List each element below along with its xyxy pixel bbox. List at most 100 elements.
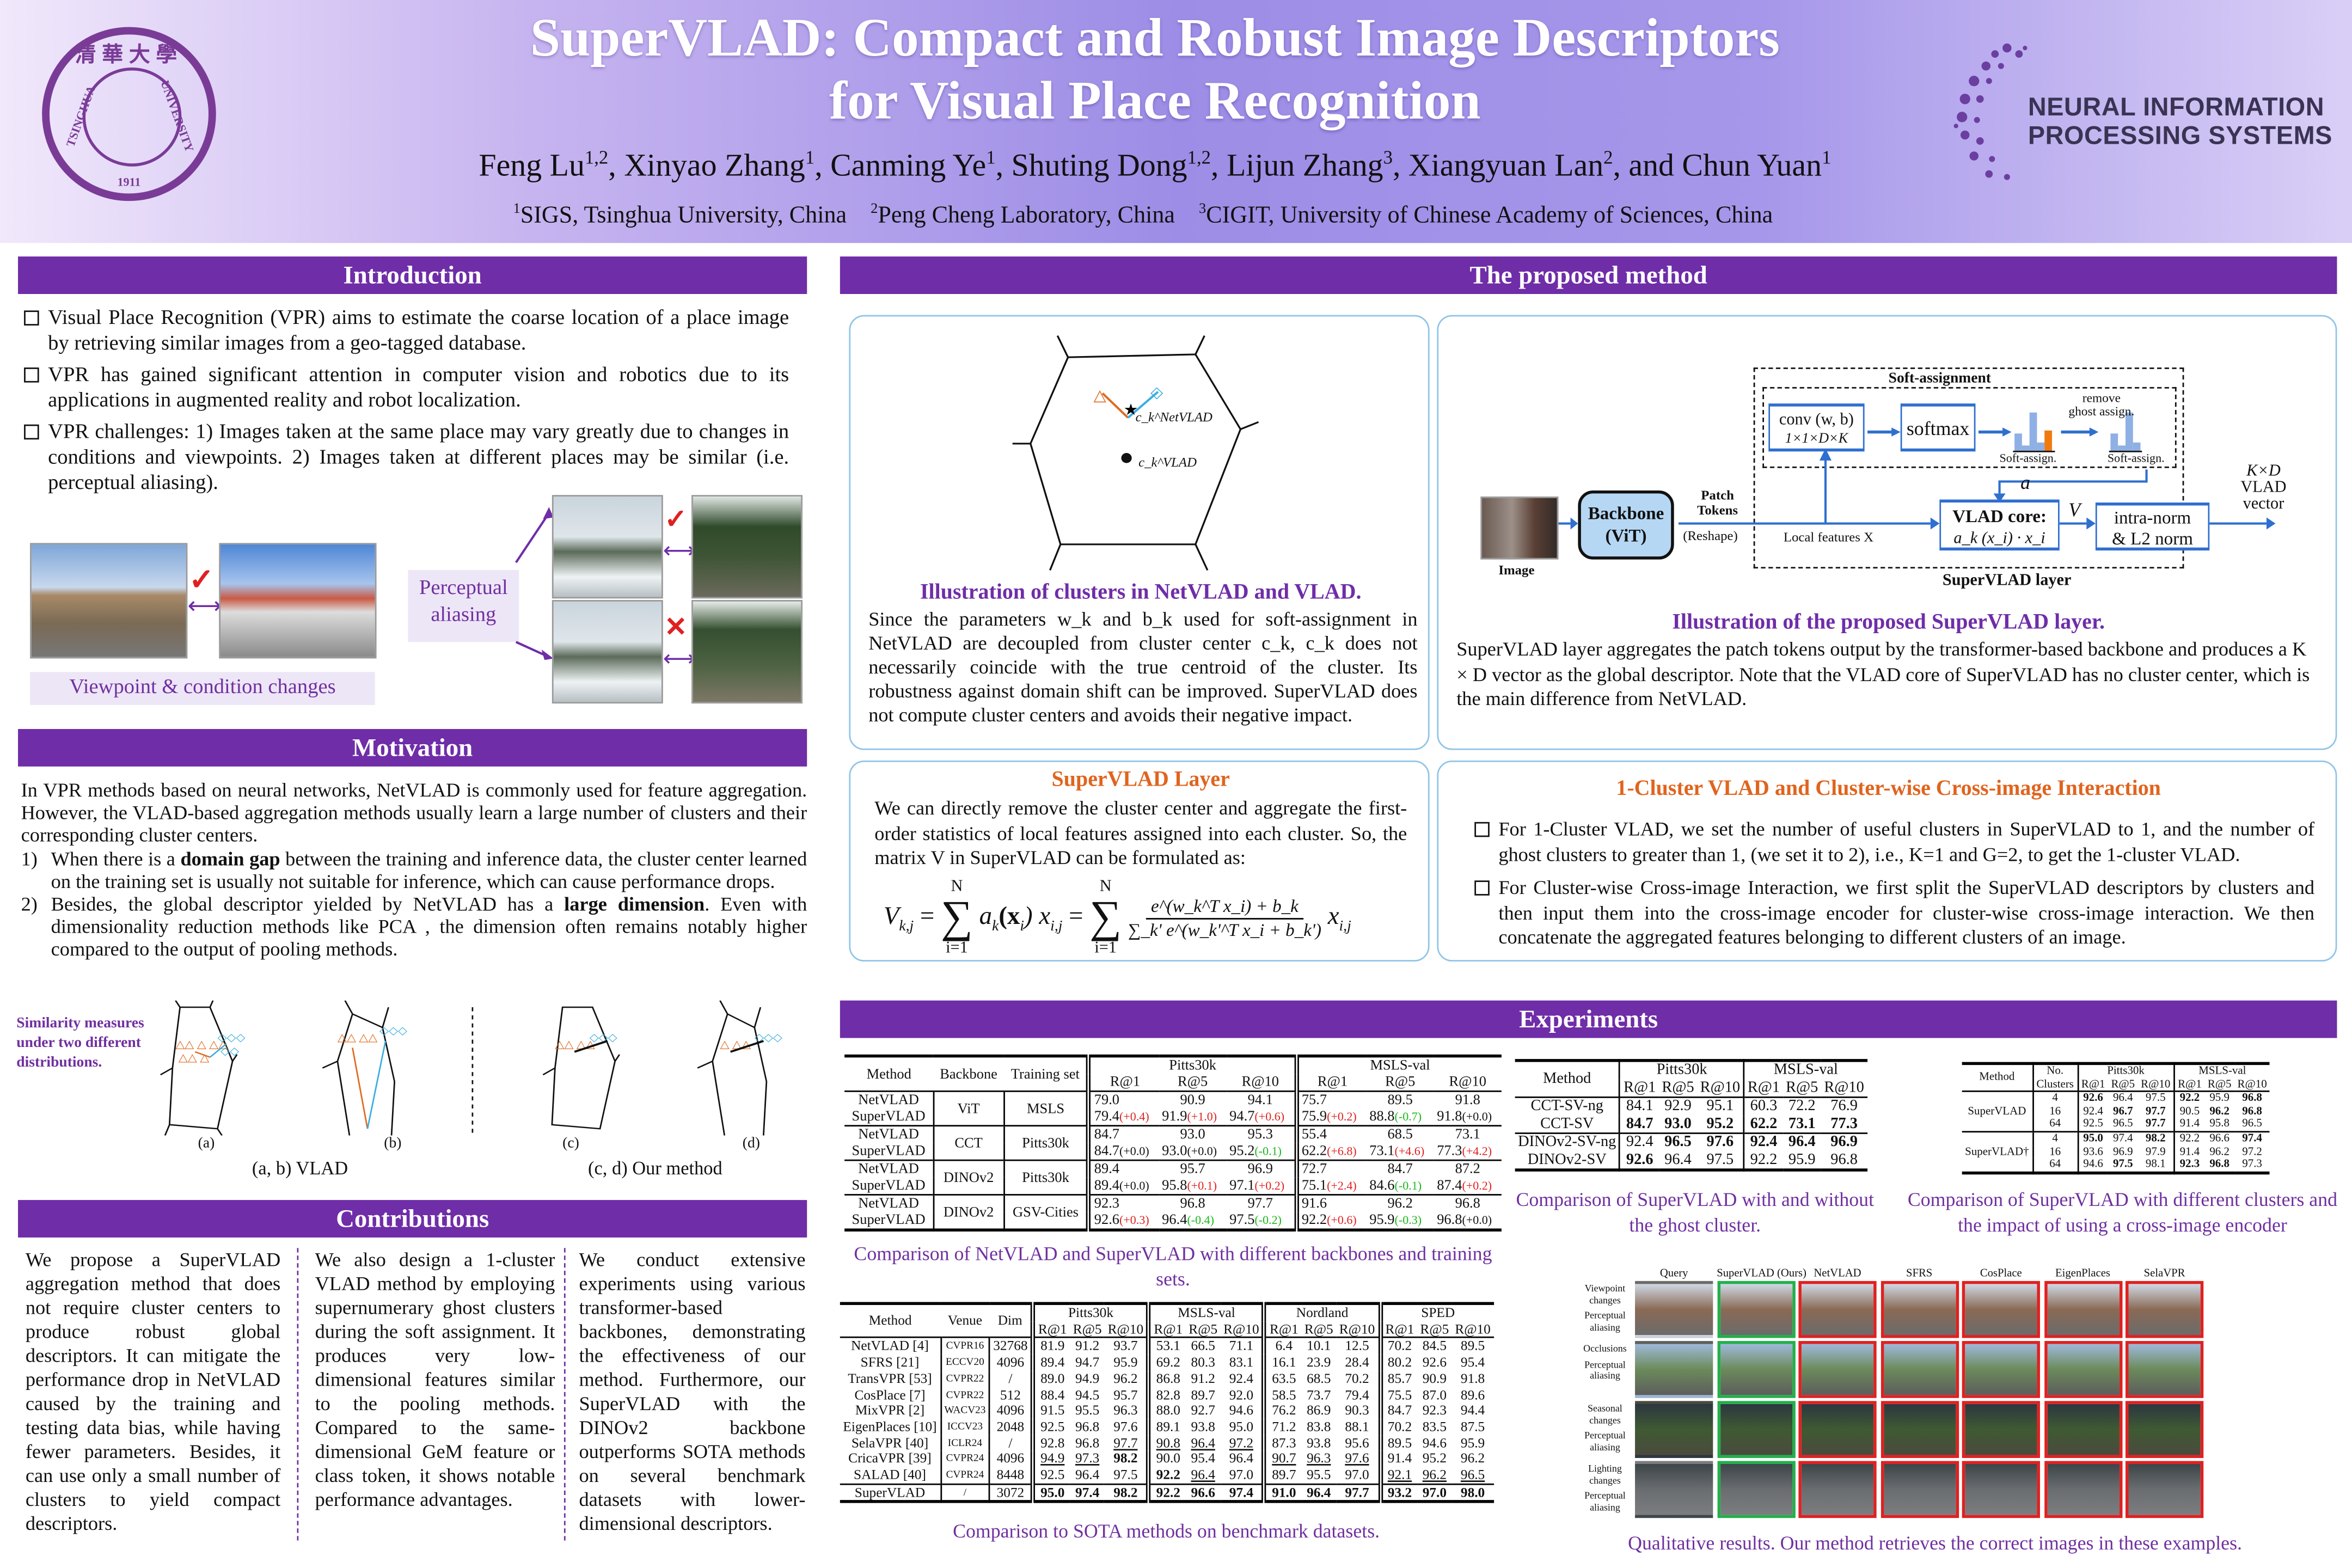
label-netvlad-center: c_k^NetVLAD bbox=[1135, 409, 1212, 425]
table-cell: 95.0 bbox=[1031, 1483, 1070, 1503]
row-label-condition: Seasonal changes bbox=[1588, 1404, 1622, 1426]
table-cell: 97.0 bbox=[1345, 1467, 1369, 1483]
table-cell: NetVLAD [4] bbox=[840, 1337, 941, 1355]
double-arrow-icon: ⟷ bbox=[663, 540, 696, 564]
table-cell: 96.2 bbox=[2209, 1104, 2230, 1117]
table-cell: 97.6 bbox=[1113, 1419, 1138, 1434]
author-name: Feng Lu bbox=[479, 146, 585, 183]
table-cell: 73.1 bbox=[1434, 1125, 1502, 1143]
table-cell: R@10 bbox=[1226, 1074, 1297, 1092]
table-cell: Nordland bbox=[1262, 1303, 1380, 1321]
table-cell: 97.6 bbox=[1697, 1132, 1744, 1152]
table-cell: 97.9 bbox=[2145, 1143, 2166, 1157]
table-cell: 98.0 bbox=[1451, 1483, 1494, 1503]
table-cell: R@10 bbox=[2234, 1076, 2270, 1093]
metric-value: 95.8 bbox=[1162, 1177, 1187, 1195]
table-cell: Pitts30k bbox=[1003, 1159, 1089, 1195]
aliasing-label: Perceptual aliasing bbox=[408, 569, 519, 642]
table-cell: 96.8 bbox=[1830, 1151, 1858, 1168]
table-cell: Dim bbox=[997, 1313, 1022, 1328]
v-label: V bbox=[2068, 498, 2081, 521]
table-cell: 62.2 bbox=[1743, 1115, 1783, 1134]
affiliation-list: 1SIGS, Tsinghua University, China 2Peng … bbox=[330, 195, 1980, 230]
table-cell: 89.4 bbox=[1087, 1159, 1159, 1178]
table-cell: 92.2 bbox=[2173, 1131, 2205, 1146]
metric-delta: (-0.2) bbox=[1254, 1213, 1282, 1227]
table-cell: 89.6 bbox=[1460, 1387, 1485, 1402]
table-cell: 58.5 bbox=[1262, 1387, 1302, 1403]
neurips-logo: NEURAL INFORMATION PROCESSING SYSTEMS bbox=[1947, 36, 2340, 186]
table-cell: 68.5 bbox=[1307, 1370, 1331, 1386]
formula-numerator: e^(w_k^T x_i) + b_k bbox=[1146, 895, 1303, 919]
table-cell: 94.4 bbox=[1460, 1402, 1485, 1418]
table-cell: 96.4(-0.4) bbox=[1159, 1212, 1227, 1230]
table-cell: 80.3 bbox=[1191, 1355, 1215, 1370]
table-cell: 76.2 bbox=[1262, 1402, 1302, 1419]
table-cell: WACV23 bbox=[940, 1402, 990, 1419]
caption-sota-table: Comparison to SOTA methods on benchmark … bbox=[953, 1519, 1380, 1542]
affiliation-name: Peng Cheng Laboratory, China bbox=[878, 203, 1175, 229]
metric-delta: (-0.3) bbox=[1394, 1213, 1422, 1227]
contribution-1: We propose a SuperVLAD aggregation metho… bbox=[25, 1248, 281, 1535]
table-cell: 75.7 bbox=[1294, 1091, 1367, 1109]
table-cell: 96.8 bbox=[1159, 1194, 1227, 1212]
table-cell: MSLS-val bbox=[1294, 1056, 1502, 1074]
motivation-item-1: 1)When there is a domain gap between the… bbox=[21, 847, 807, 893]
caption-backbones-table: Comparison of NetVLAD and SuperVLAD with… bbox=[854, 1242, 1492, 1290]
table-cell: 95.9(-0.3) bbox=[1367, 1212, 1434, 1230]
output-dim: K×D bbox=[2246, 462, 2281, 480]
output-label: K×D VLAD vector bbox=[2233, 463, 2293, 513]
author-affiliation-number: 1 bbox=[986, 146, 996, 168]
table-cell: R@5 bbox=[2108, 1076, 2138, 1093]
affiliation-number: 3 bbox=[1199, 201, 1206, 218]
metric-delta: (-0.4) bbox=[1187, 1213, 1215, 1227]
column-header-0: Query bbox=[1659, 1266, 1688, 1280]
result-image bbox=[1798, 1401, 1877, 1458]
table-cell: 84.5 bbox=[1417, 1337, 1452, 1355]
table-cell: 91.2 bbox=[1191, 1370, 1215, 1386]
table-cell: SuperVLAD bbox=[852, 1108, 926, 1125]
table-cell: 80.2 bbox=[1377, 1355, 1417, 1371]
result-image bbox=[1717, 1401, 1795, 1458]
table-cell: 91.0 bbox=[1262, 1483, 1302, 1503]
table-cell: 86.9 bbox=[1307, 1402, 1331, 1418]
table-cell: 98.1 bbox=[2145, 1156, 2166, 1171]
section-header-introduction: Introduction bbox=[18, 256, 807, 294]
table-cell: 89.4 bbox=[1031, 1355, 1070, 1371]
formula-part: i,j bbox=[1339, 918, 1351, 935]
metric-value: 79.4 bbox=[1094, 1108, 1120, 1125]
table-cell: R@5 bbox=[2204, 1076, 2235, 1093]
table-cell: 92.6 bbox=[1619, 1151, 1659, 1170]
result-image bbox=[2043, 1281, 2122, 1338]
table-cell: MSLS-val bbox=[1743, 1060, 1867, 1080]
table-cell: Pitts30k bbox=[2077, 1063, 2175, 1078]
affiliation-name: CIGIT, University of Chinese Academy of … bbox=[1206, 203, 1773, 229]
table-cell: 89.4(+0.0) bbox=[1087, 1177, 1159, 1195]
table-cell: Pitts30k bbox=[1031, 1303, 1149, 1321]
table-cell: 96.8 bbox=[2242, 1104, 2262, 1117]
table-cell: 94.7(+0.6) bbox=[1227, 1108, 1297, 1126]
neurips-line-1: NEURAL INFORMATION bbox=[2028, 93, 2325, 122]
table-cell: Method bbox=[1979, 1070, 2015, 1084]
table-cell: 96.8 bbox=[2234, 1091, 2270, 1105]
neurips-dots-icon bbox=[1953, 43, 2028, 180]
table-cell: 73.1 bbox=[1788, 1115, 1816, 1132]
metric-delta: (+0.0) bbox=[1462, 1110, 1492, 1124]
table-cell: R@10 bbox=[1336, 1321, 1380, 1339]
table-cell: Clusters bbox=[2032, 1076, 2078, 1093]
table-cell: 87.5 bbox=[1460, 1419, 1485, 1434]
table-cell: 96.4 bbox=[1301, 1483, 1337, 1503]
table-cell: 92.2 bbox=[1743, 1151, 1783, 1170]
table-cell: R@10 bbox=[1220, 1321, 1265, 1339]
table-cell: R@1 bbox=[2173, 1076, 2205, 1093]
table-cell: 89.5 bbox=[1377, 1435, 1417, 1451]
supervlad-layer-label: SuperVLAD layer bbox=[1942, 571, 2072, 590]
